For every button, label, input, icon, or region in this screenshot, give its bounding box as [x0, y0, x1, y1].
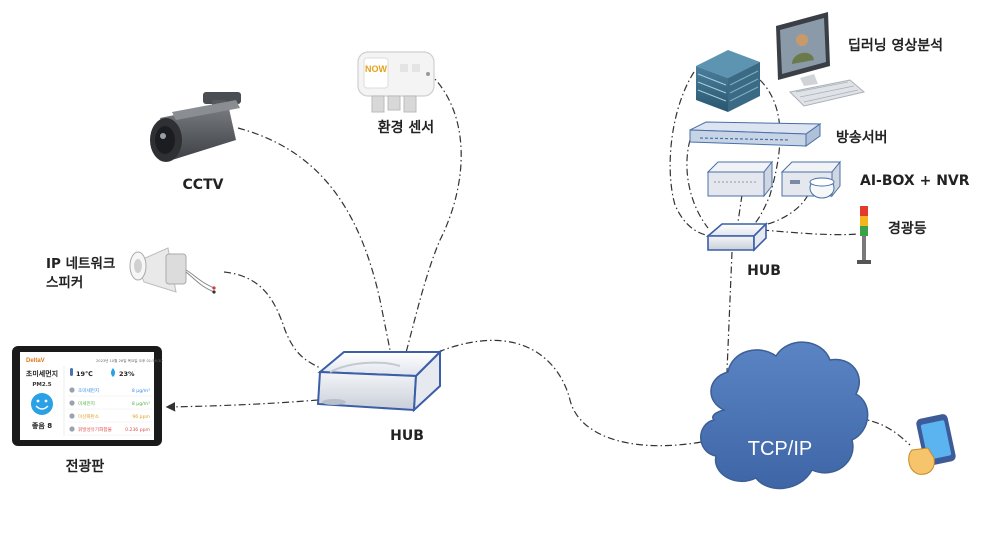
ai-box-nvr-label: AI-BOX + NVR [860, 173, 970, 189]
display-date: 2023년 10월 26일 목요일 오후 01:56:30 [96, 358, 163, 363]
line-hub-cloud [437, 339, 713, 447]
line-hub2-cloud [725, 251, 733, 396]
line-speaker-hub [223, 271, 321, 369]
display-row: 이산화탄소 96 ppm [68, 413, 152, 423]
row-icon [69, 400, 75, 406]
smartphone-icon [908, 414, 956, 475]
row-name: 미세먼지 [78, 400, 95, 407]
smiley-face-icon [31, 393, 53, 415]
tcpip-cloud-icon [700, 341, 869, 490]
broadcast-server-icon [689, 121, 822, 147]
line-sensor-hub [403, 71, 462, 361]
line-nvr-hub2 [759, 194, 809, 227]
line-hub-display [165, 399, 319, 412]
ai-box-icon [706, 160, 774, 198]
line-server-hub2 [669, 71, 713, 237]
rack-server-icon [696, 50, 760, 112]
row-value: 8 μg/m³ [132, 388, 150, 394]
main-hub-icon [316, 349, 443, 413]
display-row: 초미세먼지 8 μg/m³ [68, 387, 152, 397]
right-hub-icon [705, 222, 768, 252]
display-board: DeltaV 2023년 10월 26일 목요일 오후 01:56:30 초미세… [12, 346, 163, 446]
thermometer-icon [70, 368, 73, 376]
ip-speaker-icon [129, 247, 216, 294]
row-icon [69, 413, 75, 419]
deep-learning-label: 딥러닝 영상분석 [848, 37, 943, 54]
row-icon [69, 426, 75, 432]
display-row: 휘발성유기화합물 0.236 ppm [68, 426, 152, 436]
row-name: 이산화탄소 [78, 413, 99, 420]
display-status: 좋음 8 [32, 421, 52, 430]
warning-light-label: 경광등 [888, 220, 927, 237]
row-value: 0.236 ppm [125, 427, 150, 433]
display-row: 미세먼지 8 μg/m³ [68, 400, 152, 410]
line-hub2-warning [761, 229, 859, 236]
tcpip-label: TCP/IP [748, 438, 812, 460]
cctv-label: CCTV [183, 177, 224, 193]
line-monitor-hub2 [749, 79, 781, 229]
display-pm-title: 초미세먼지 [26, 369, 58, 378]
hub-right-label: HUB [747, 263, 781, 279]
display-pm-sub: PM2.5 [32, 382, 51, 388]
environment-sensor-icon: NOW [357, 51, 435, 113]
humidity-drop-icon [111, 368, 115, 377]
ip-speaker-label-line1: IP 네트워크 [46, 256, 115, 272]
nvr-icon [780, 160, 842, 199]
row-name: 휘발성유기화합물 [78, 426, 112, 433]
row-icon [69, 387, 75, 393]
line-broadcast-hub2 [686, 139, 709, 229]
broadcast-server-label: 방송서버 [836, 129, 888, 146]
row-value: 8 μg/m³ [132, 401, 150, 407]
ip-speaker-label-line2: 스피커 [46, 275, 83, 291]
display-board-label: 전광판 [66, 458, 105, 475]
row-name: 초미세먼지 [78, 387, 99, 394]
line-cctv-hub [237, 127, 393, 361]
env-sensor-label: 환경 센서 [378, 119, 434, 136]
monitor-icon [776, 12, 866, 107]
hub-main-label: HUB [390, 428, 424, 444]
display-temperature: 19℃ [76, 370, 93, 378]
warning-light-icon [857, 206, 871, 264]
cctv-camera-icon [150, 92, 241, 162]
line-aibox-hub2 [737, 194, 743, 223]
display-rows: 초미세먼지 8 μg/m³ 미세먼지 8 μg/m³ 이산화탄소 96 ppm 휘발성유기화… [68, 387, 152, 436]
row-value: 96 ppm [132, 414, 150, 420]
sensor-brand: NOW [365, 64, 388, 74]
display-logo: DeltaV [26, 358, 45, 364]
display-humidity: 23% [119, 370, 135, 378]
